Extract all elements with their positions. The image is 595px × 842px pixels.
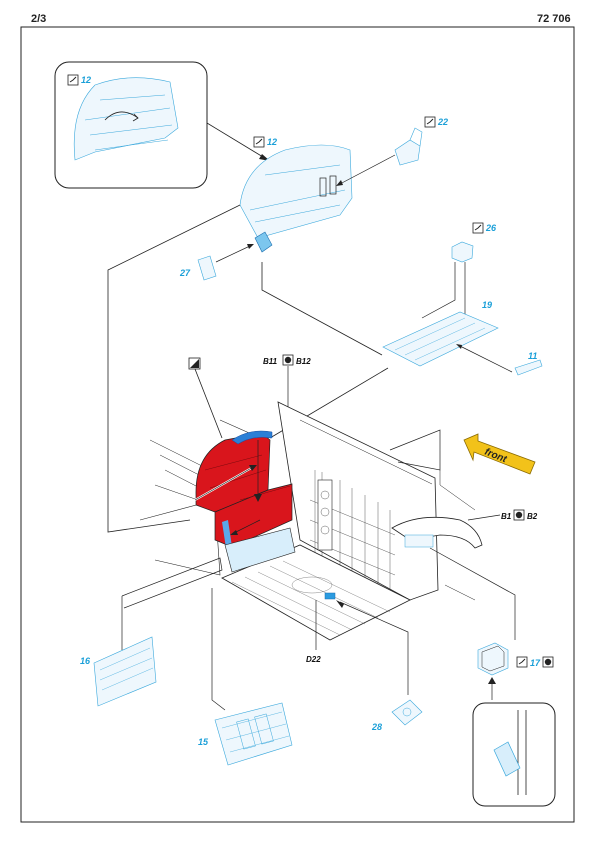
b1-label: B1 (501, 512, 512, 521)
part-26: 26 (421, 222, 497, 319)
bend-symbol-icon (67, 74, 79, 86)
part-22: 22 (336, 116, 448, 186)
cockpit-tub (139, 401, 441, 641)
part-28-label: 28 (371, 722, 382, 732)
d22-label: D22 (306, 655, 321, 664)
part-17-label: 17 (530, 658, 541, 668)
glue-symbol-icon (513, 509, 525, 521)
part-26-label: 26 (485, 223, 497, 233)
inset-panel-12: 12 (54, 61, 208, 189)
glue-symbol-icon (282, 354, 294, 366)
b12-label: B12 (296, 357, 311, 366)
part-27-label: 27 (179, 268, 191, 278)
d22-callout: D22 (306, 600, 321, 664)
kit-code: 72 706 (537, 13, 571, 25)
part-17: 17 (477, 642, 554, 700)
page-number: 2/3 (31, 13, 47, 25)
part-27: 27 (179, 244, 254, 281)
part-15: 15 (198, 588, 293, 766)
part-16: 16 (80, 557, 223, 707)
bend-symbol-icon (472, 222, 484, 234)
bend-symbol-icon (253, 136, 265, 148)
part-19-plate: 19 (382, 300, 499, 367)
front-arrow-icon: front (463, 433, 536, 475)
part-15-label: 15 (198, 737, 209, 747)
glue-symbol-b1-b2: B1 B2 (467, 509, 538, 521)
part-19-label: 19 (482, 300, 492, 310)
bend-symbol-icon (424, 116, 436, 128)
b2-label: B2 (527, 512, 538, 521)
part-12-panel: 12 (239, 136, 353, 239)
side-console-part (391, 516, 516, 640)
inset-panel-17 (472, 702, 556, 807)
part-16-label: 16 (80, 656, 91, 666)
part-11-label: 11 (528, 351, 537, 361)
part-11: 11 (456, 344, 543, 376)
bend-symbol-icon (516, 656, 528, 668)
part-22-label: 22 (437, 117, 448, 127)
seat-panel-red (214, 483, 293, 548)
b11-label: B11 (263, 357, 278, 366)
colored-part-icon (188, 357, 201, 370)
glue-symbol-icon (542, 656, 554, 668)
part-12-label: 12 (267, 137, 277, 147)
inset-part-12-label: 12 (81, 75, 91, 85)
front-label: front (483, 447, 509, 466)
part-28: 28 (336, 600, 423, 732)
page-frame (20, 26, 575, 823)
